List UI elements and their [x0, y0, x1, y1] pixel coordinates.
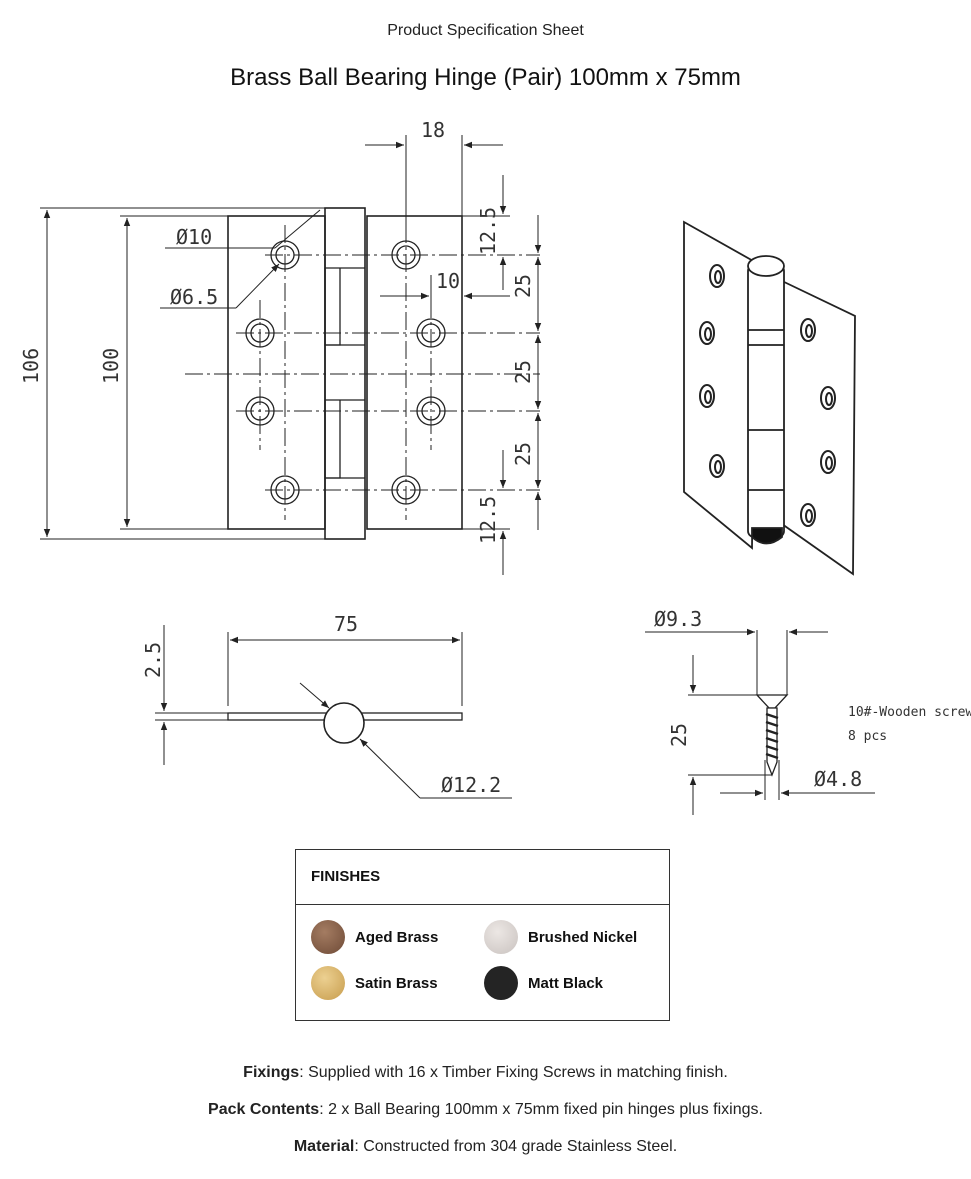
top-view	[155, 625, 512, 799]
front-view	[40, 135, 542, 575]
dim-bottom-edge: 12.5	[476, 496, 500, 544]
technical-drawing: 18 Ø10 Ø6.5 10 106 100 12.5 25 25 25 12.…	[19, 118, 971, 815]
note-text: : Supplied with 16 x Timber Fixing Screw…	[299, 1064, 728, 1081]
note-key: Fixings	[243, 1064, 300, 1081]
dim-total-height: 106	[19, 348, 43, 384]
dim-open-width: 75	[334, 612, 358, 636]
swatch-satin-brass	[311, 966, 345, 1000]
dim-pitch-3: 25	[511, 442, 535, 466]
dim-screw-shank: Ø4.8	[814, 767, 862, 791]
finishes-heading: FINISHES	[296, 850, 669, 905]
dim-screw-head: Ø9.3	[654, 607, 702, 631]
dim-top-edge: 12.5	[476, 207, 500, 255]
finish-label: Satin Brass	[355, 974, 438, 992]
swatch-matt-black	[484, 966, 518, 1000]
swatch-aged-brass	[311, 920, 345, 954]
note-fixings: Fixings: Supplied with 16 x Timber Fixin…	[0, 1062, 971, 1099]
finish-matt-black: Matt Black	[484, 966, 603, 1000]
isometric-view	[683, 220, 856, 576]
dim-hole-inner: Ø6.5	[170, 285, 218, 309]
dim-leaf-height: 100	[99, 348, 123, 384]
note-key: Pack Contents	[208, 1101, 320, 1118]
note-key: Material	[293, 1138, 355, 1155]
screw-view	[645, 628, 875, 815]
dim-hole-to-edge: 10	[436, 269, 460, 293]
dim-pitch-2: 25	[511, 360, 535, 384]
finish-aged-brass: Aged Brass	[311, 920, 438, 954]
note-pack-contents: Pack Contents: 2 x Ball Bearing 100mm x …	[0, 1099, 971, 1136]
note-text: : 2 x Ball Bearing 100mm x 75mm fixed pi…	[319, 1101, 763, 1118]
dim-pin-offset: 18	[421, 118, 445, 142]
page-title: Brass Ball Bearing Hinge (Pair) 100mm x …	[230, 64, 741, 91]
dim-hole-outer: Ø10	[176, 225, 212, 249]
finish-label: Matt Black	[528, 974, 604, 992]
finish-satin-brass: Satin Brass	[311, 966, 438, 1000]
finishes-panel: FINISHES Aged Brass Brushed Nickel Satin…	[295, 849, 670, 1021]
screw-qty-label: 8 pcs	[848, 729, 887, 744]
dim-thickness: 2.5	[141, 642, 165, 678]
finish-label: Aged Brass	[355, 928, 439, 946]
finish-brushed-nickel: Brushed Nickel	[484, 920, 637, 954]
dim-knuckle: Ø12.2	[441, 773, 501, 797]
note-text: : Constructed from 304 grade Stainless S…	[354, 1138, 678, 1155]
screw-holes	[245, 240, 446, 505]
spec-notes: Fixings: Supplied with 16 x Timber Fixin…	[0, 1062, 971, 1173]
finish-label: Brushed Nickel	[528, 928, 638, 946]
dim-screw-length: 25	[667, 723, 691, 747]
sheet-label: Product Specification Sheet	[387, 22, 584, 39]
swatch-brushed-nickel	[484, 920, 518, 954]
screw-type-label: 10#-Wooden screws	[848, 705, 971, 720]
note-material: Material: Constructed from 304 grade Sta…	[0, 1136, 971, 1173]
dim-pitch-1: 25	[511, 274, 535, 298]
